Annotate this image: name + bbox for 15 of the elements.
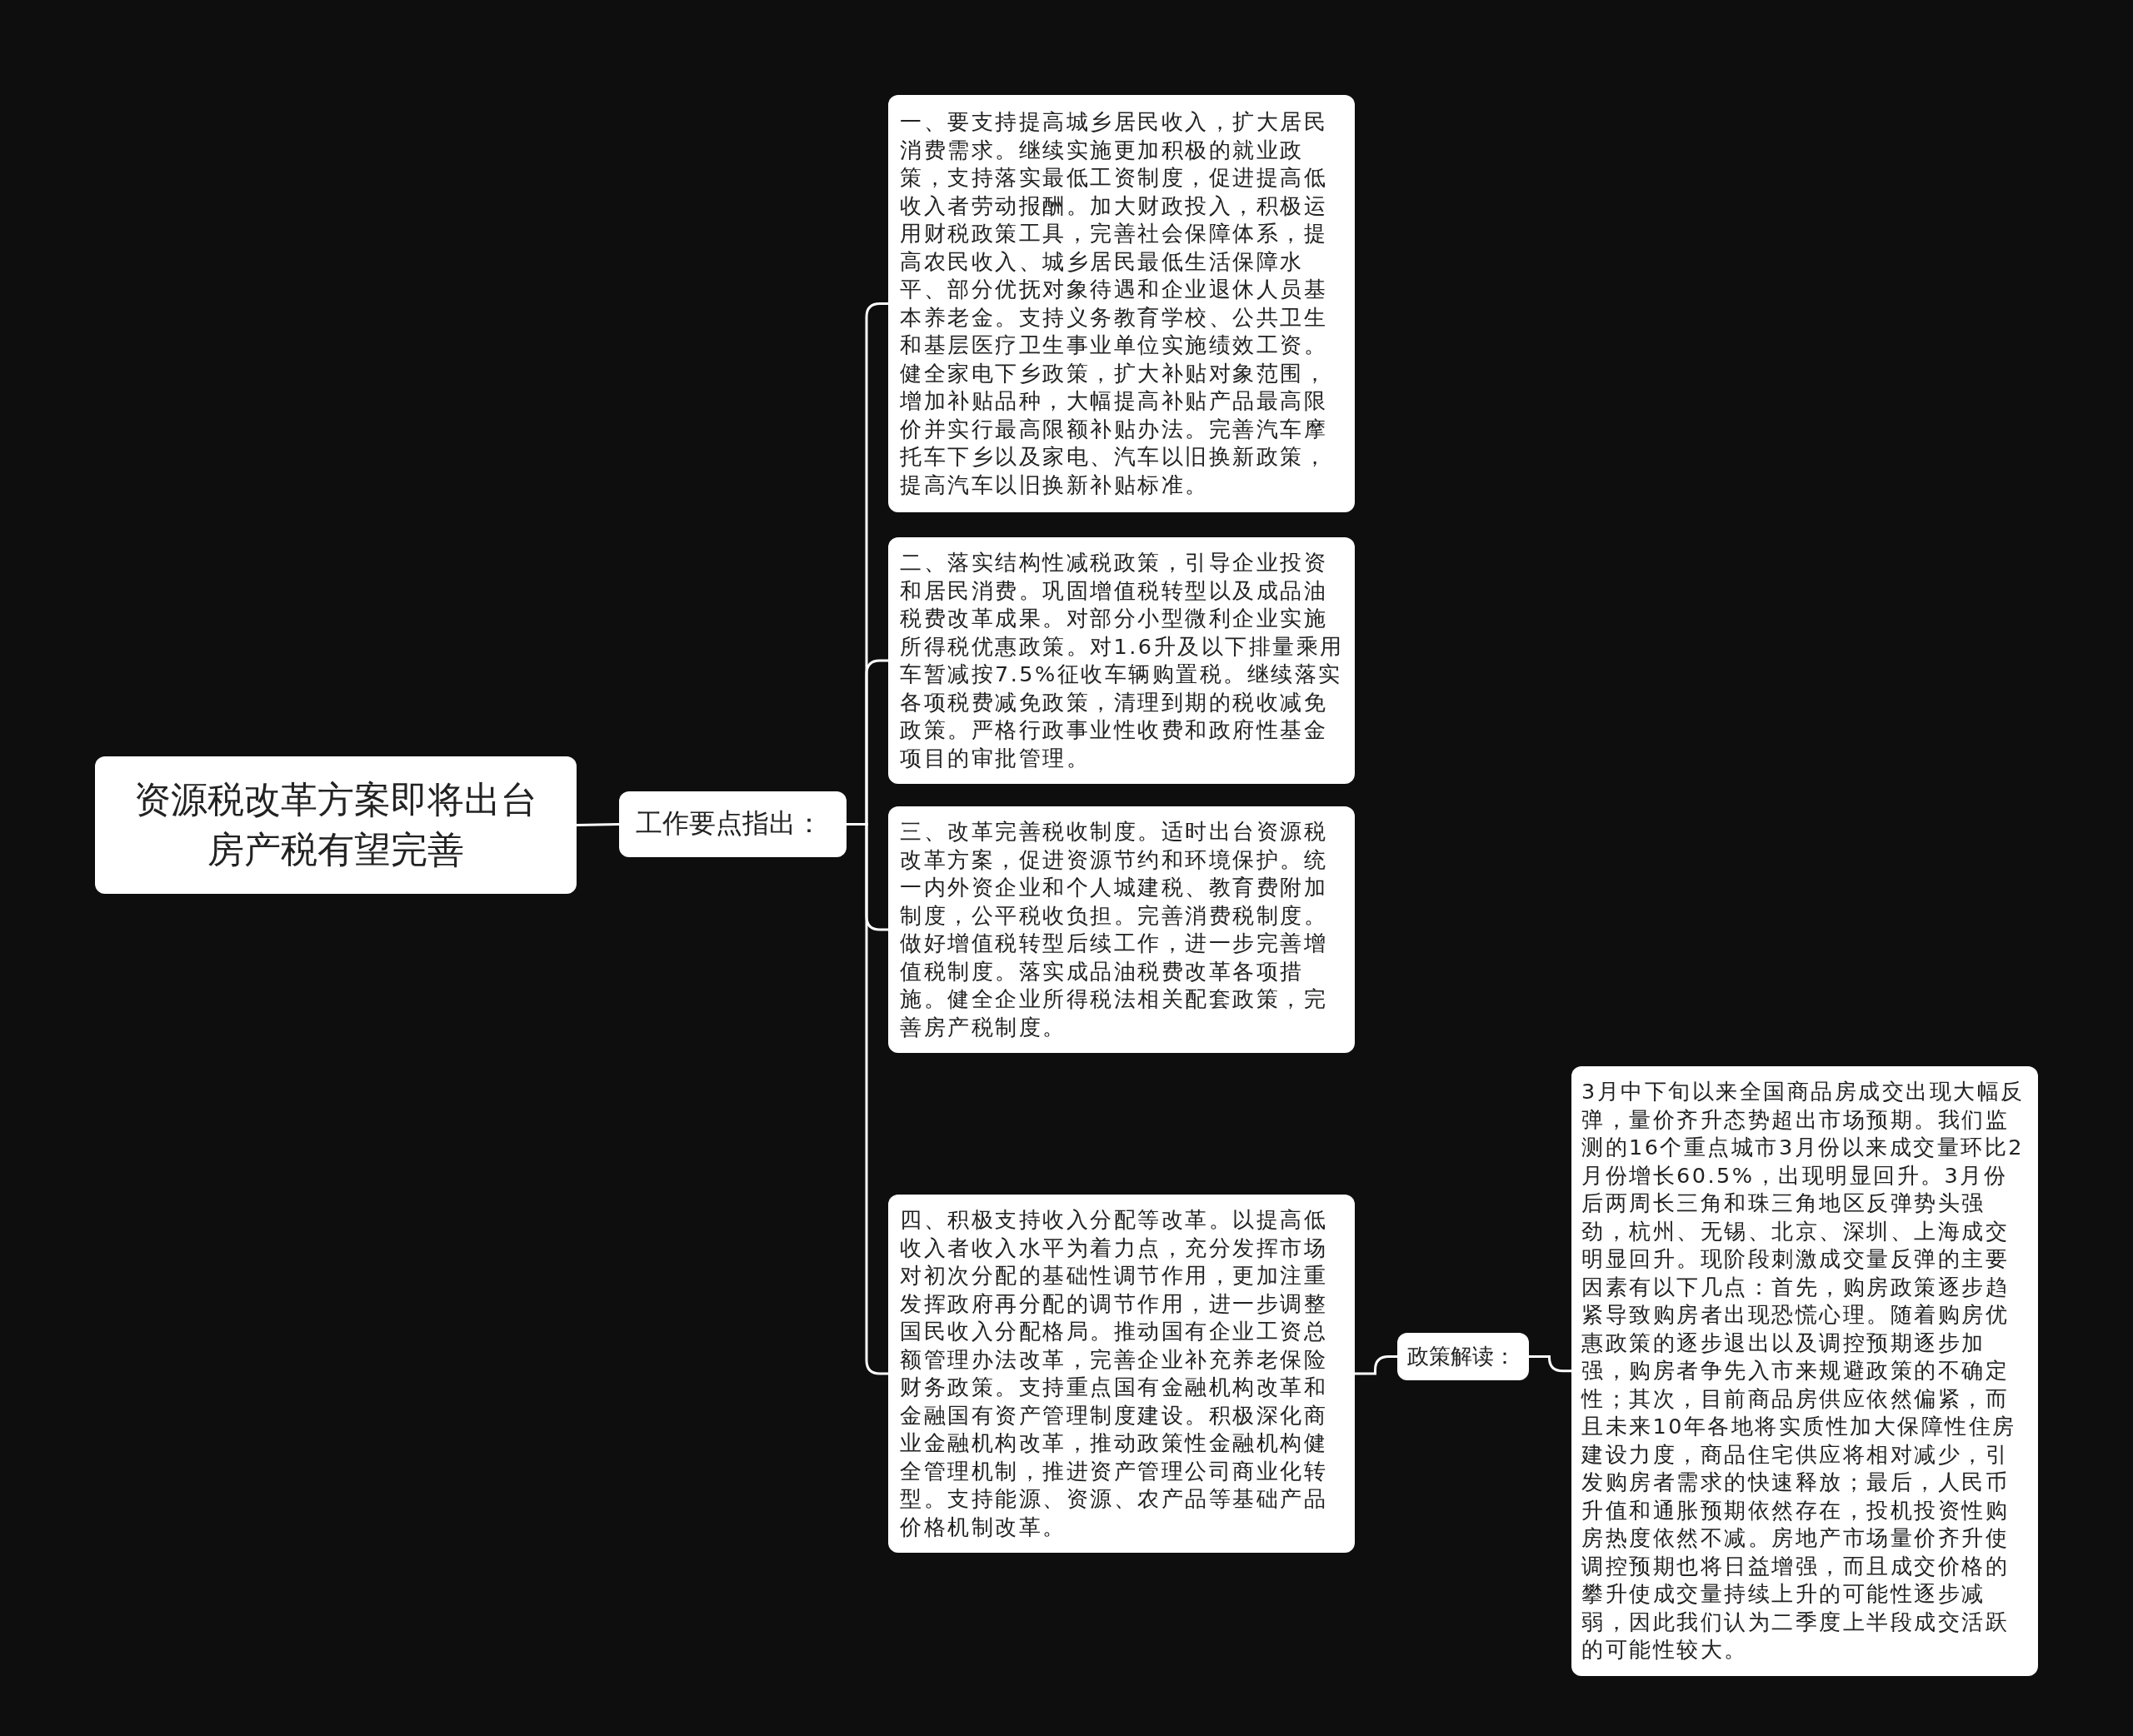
text-card: [888, 806, 1355, 1053]
branch-box: [1397, 1333, 1529, 1380]
connector-line: [1355, 1355, 1397, 1375]
paragraph-text: 一、要支持提高城乡居民收入，扩大居民消费需求。继续实施更加积极的就业政策，支持落实最低工资制度，促进提高低收入者劳动报酬。加大财政投入，积极运用财税政策工具，完善社会保障体系，提高农民收入、城乡居民最低生活保障水平、部分优抚对象待遇和企业退休人员基本养老金。支持义务教育学校、公共卫生和基层医疗卫生事业单位实施绩效工资。健全家电下乡政策，扩大补贴对象范围，增加补贴品种，大幅提高补贴产品最高限价并实行最高限额补贴办法。完善汽车摩托车下乡以及家电、汽车以旧换新政策，提高汽车以旧换新补贴标准。: [900, 108, 1328, 499]
paragraph-text: 二、落实结构性减税政策，引导企业投资和居民消费。巩固增值税转型以及成品油税费改革成果。对部分小型微利企业实施所得税优惠政策。对1.6升及以下排量乘用车暂减按7.5%征收车辆购置税。继续落实各项税费减免政策，清理到期的税收减免政策。严格行政事业性收费和政府性基金项目的审批管理。: [900, 549, 1345, 772]
connector-line: [576, 823, 620, 826]
branch-label: 工作要点指出：: [636, 806, 823, 840]
connector-line: [1529, 1355, 1571, 1373]
branch-box: [619, 791, 847, 857]
paragraph-text: 三、改革完善税收制度。适时出台资源税改革方案，促进资源节约和环境保护。统一内外资企业和个人城建税、教育费附加制度，公平税收负担。完善消费税制度。做好增值税转型后续工作，进一步完善增值税制度。落实成品油税费改革各项措施。健全企业所得税法相关配套政策，完善房产税制度。: [900, 818, 1328, 1041]
paragraph-text: 3月中下旬以来全国商品房成交出现大幅反弹，量价齐升态势超出市场预期。我们监测的16个重点城市3月份以来成交量环比2月份增长60.5%，出现明显回升。3月份后两周长三角和珠三角地区反弹势头强劲，杭州、无锡、北京、深圳、上海成交明显回升。现阶段刺激成交量反弹的主要因素有以下几点：首先，购房政策逐步趋紧导致购房者出现恐慌心理。随着购房优惠政策的逐步退出以及调控预期逐步加强，购房者争先入市来规避政策的不确定性；其次，目前商品房供应依然偏紧，而且未来10年各地将实质性加大保障性住房建设力度，商品住宅供应将相对减少，引发购房者需求的快速释放；最后，人民币升值和通胀预期依然存在，投机投资性购房热度依然不减。房地产市场量价齐升使调控预期也将日益增强，而且成交价格的攀升使成交量持续上升的可能性逐步减弱，因此我们认为二季度上半段成交活跃的可能性较大。: [1581, 1078, 2026, 1664]
title-box: [95, 756, 577, 894]
branch-label: 政策解读：: [1407, 1343, 1516, 1370]
paragraph-text: 四、积极支持收入分配等改革。以提高低收入者收入水平为着力点，充分发挥市场对初次分配的基础性调节作用，更加注重发挥政府再分配的调节作用，进一步调整国民收入分配格局。推动国有企业工资总额管理办法改革，完善企业补充养老保险财务政策。支持重点国有金融机构改革和金融国有资产管理制度建设。积极深化商业金融机构改革，推动政策性金融机构健全管理机制，推进资产管理公司商业化转型。支持能源、资源、农产品等基础产品价格机制改革。: [900, 1206, 1328, 1541]
title-text: 资源税改革方案即将出台房产税有望完善: [133, 777, 538, 872]
